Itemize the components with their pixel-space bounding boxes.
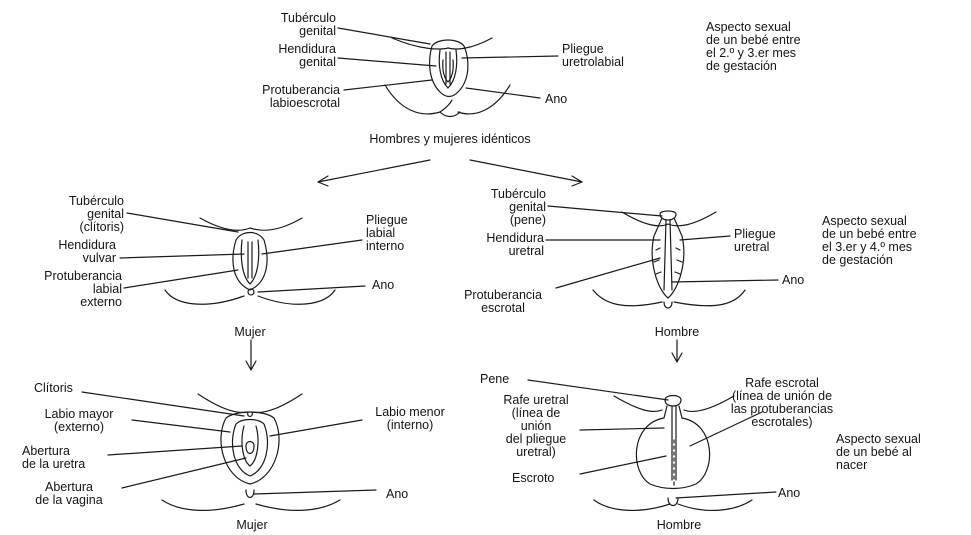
label-protuberancia-escrotal: Protuberancia escrotal <box>448 289 558 315</box>
female-mid-leader-lines <box>120 213 365 292</box>
caption-stage1: Hombres y mujeres idénticos <box>300 133 600 146</box>
caption-male-mid: Hombre <box>632 326 722 339</box>
label-labio-mayor: Labio mayor (externo) <box>26 408 132 434</box>
caption-female-mid: Mujer <box>210 326 290 339</box>
label-tuberculo-clitoris: Tubérculo genital (clítoris) <box>14 195 124 234</box>
label-pene: Pene <box>480 373 509 386</box>
label-ano: Ano <box>372 279 394 292</box>
label-pliegue-uretral: Pliegue uretral <box>734 228 776 254</box>
label-protuberancia-labial: Protuberancia labial externo <box>6 270 122 309</box>
label-escroto: Escroto <box>512 472 554 485</box>
label-hendidura-genital: Hendidura genital <box>260 43 336 69</box>
male-mid-drawing <box>593 211 745 308</box>
caption-male-birth: Hombre <box>634 519 724 532</box>
label-labio-menor: Labio menor (interno) <box>360 406 460 432</box>
label-ano: Ano <box>386 488 408 501</box>
female-birth-drawing <box>162 394 340 510</box>
female-mid-drawing <box>165 218 335 304</box>
split-arrows <box>318 160 582 186</box>
arrow-male-down <box>672 340 682 362</box>
label-protuberancia-labioescrotal: Protuberancia labioescrotal <box>228 84 340 110</box>
label-tuberculo-pene: Tubérculo genital (pene) <box>456 188 546 227</box>
label-pliegue-uretrolabial: Pliegue uretrolabial <box>562 43 624 69</box>
label-hendidura-vulvar: Hendidura vulvar <box>14 239 116 265</box>
arrow-female-down <box>246 340 256 370</box>
label-pliegue-labial: Pliegue labial interno <box>366 214 408 253</box>
label-clitoris: Clítoris <box>34 382 73 395</box>
label-ano: Ano <box>545 93 567 106</box>
note-male-birth: Aspecto sexual de un bebé al nacer <box>836 433 921 472</box>
label-tuberculo-genital: Tubérculo genital <box>246 12 336 38</box>
caption-female-birth: Mujer <box>212 519 292 532</box>
note-stage1: Aspecto sexual de un bebé entre el 2.º y… <box>706 21 801 73</box>
label-rafe-uretral: Rafe uretral (línea de unión del pliegue… <box>490 394 582 459</box>
label-rafe-escrotal: Rafe escrotal (línea de unión de las pro… <box>712 377 852 429</box>
stage1-drawing <box>385 38 510 117</box>
note-male-mid: Aspecto sexual de un bebé entre el 3.er … <box>822 215 917 267</box>
label-ano: Ano <box>782 274 804 287</box>
label-abertura-vagina: Abertura de la vagina <box>16 481 122 507</box>
label-abertura-uretra: Abertura de la uretra <box>22 445 85 471</box>
label-hendidura-uretral: Hendidura uretral <box>444 232 544 258</box>
label-ano: Ano <box>778 487 800 500</box>
